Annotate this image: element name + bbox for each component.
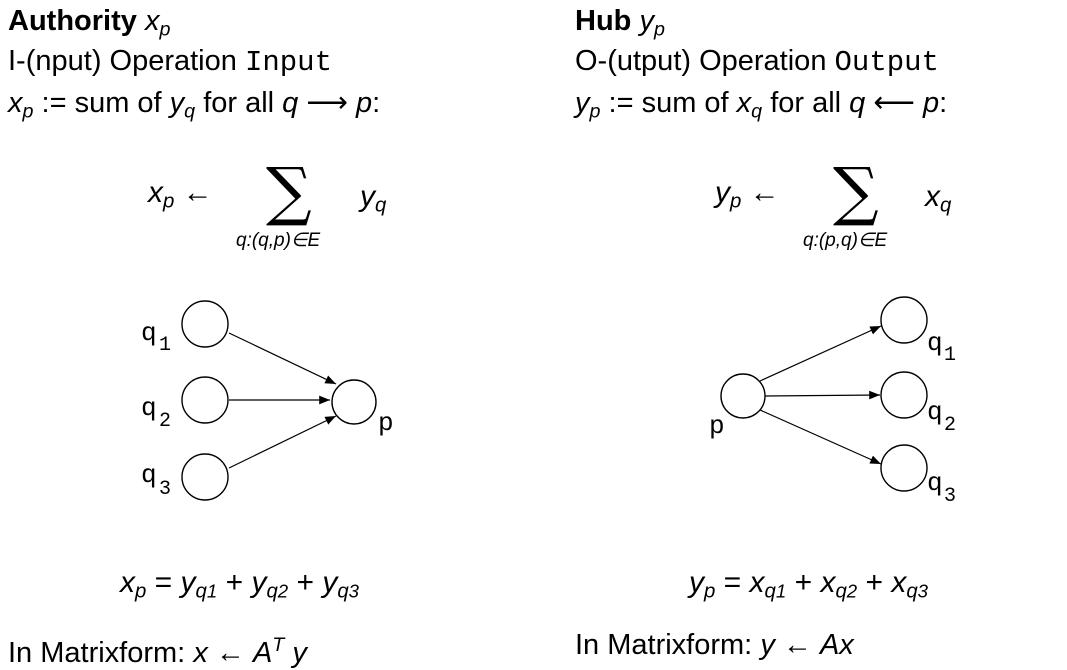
- edge-q1-p: [228, 332, 337, 385]
- hub-def-lhs: y: [575, 87, 590, 119]
- hub-def-for: for all: [762, 87, 850, 119]
- label-q2: q: [927, 397, 943, 427]
- authority-matrixform: In Matrixform: x ← AT y: [8, 634, 307, 669]
- hub-equation: yp = xq1 + xq2 + xq3: [689, 566, 929, 603]
- authority-def-term: y: [169, 87, 185, 119]
- label-q1: q: [927, 328, 943, 358]
- hub-matrixform: In Matrixform: y ← Ax: [575, 629, 854, 661]
- node-p: [331, 379, 377, 425]
- hub-def-colon: :: [939, 87, 948, 119]
- authority-operation-prefix: I-(nput) Operation: [8, 45, 237, 77]
- hub-def-lhs-sub: p: [589, 100, 601, 123]
- authority-operation-name: Input: [244, 46, 332, 79]
- hub-def-q: q: [849, 87, 866, 119]
- hub-def-term-sub: q: [751, 100, 763, 123]
- hub-operation-name: Output: [834, 46, 939, 79]
- authority-sum-symbol: ∑: [266, 155, 312, 229]
- hub-def-p: p: [923, 87, 940, 119]
- hub-formula-term: xq: [925, 180, 952, 217]
- label-p: p: [709, 411, 725, 441]
- node-p: [720, 373, 766, 419]
- label-q2-sub: 2: [159, 410, 171, 433]
- hub-column: Hub yp O-(utput) Operation Output yp := …: [575, 0, 1067, 669]
- authority-graph: q 1 q 2 q 3 p: [141, 300, 394, 501]
- node-q1: [181, 300, 229, 348]
- node-q3: [181, 453, 229, 501]
- authority-def-q: q: [282, 87, 299, 119]
- hub-var-sub: p: [653, 18, 665, 41]
- authority-column: Authority xp I-(nput) Operation Input xp…: [8, 0, 528, 669]
- hub-heading: Hub yp: [575, 4, 665, 47]
- label-q3-sub: 3: [159, 478, 171, 501]
- node-q2: [880, 371, 928, 419]
- node-q2: [181, 376, 229, 424]
- authority-def-arrow: ⟶: [298, 87, 357, 119]
- edge-p-q1: [759, 325, 882, 382]
- hub-title: Hub: [575, 5, 632, 37]
- authority-def-mid: := sum of: [33, 87, 170, 119]
- label-q1-sub: 1: [159, 334, 171, 357]
- authority-var-sub: p: [159, 18, 171, 41]
- hub-def-term: x: [736, 87, 752, 119]
- authority-def-p: p: [356, 87, 373, 119]
- authority-heading: Authority xp: [8, 4, 170, 47]
- authority-title: Authority: [8, 5, 137, 37]
- authority-formula-lhs: xp ←: [148, 176, 213, 213]
- hub-var: y: [639, 5, 654, 37]
- authority-def-colon: :: [372, 87, 381, 119]
- authority-equation: xp = yq1 + yq2 + yq3: [120, 566, 360, 603]
- hub-sum-index: q:(p,q)∈E: [803, 230, 888, 251]
- edge-p-q3: [759, 409, 882, 465]
- label-q1-sub: 1: [944, 344, 956, 367]
- label-q2-sub: 2: [944, 414, 956, 437]
- edge-q3-p: [228, 415, 337, 469]
- label-q3: q: [927, 468, 943, 498]
- hub-definition: yp := sum of xq for all q ⟵ p:: [575, 86, 947, 129]
- label-q2: q: [141, 393, 157, 423]
- hub-operation: O-(utput) Operation Output: [575, 44, 939, 80]
- label-q3: q: [141, 460, 157, 490]
- label-q3-sub: 3: [944, 485, 956, 508]
- edge-p-q2: [763, 390, 881, 400]
- authority-var: x: [144, 5, 160, 37]
- authority-definition: xp := sum of yq for all q ⟶ p:: [8, 86, 380, 129]
- authority-def-for: for all: [195, 87, 283, 119]
- hub-def-arrow: ⟵: [865, 87, 924, 119]
- label-p: p: [378, 408, 394, 438]
- authority-operation: I-(nput) Operation Input: [8, 44, 332, 80]
- label-q1: q: [141, 318, 157, 348]
- hub-formula-lhs: yp ←: [715, 176, 780, 213]
- authority-def-term-sub: q: [184, 100, 196, 123]
- authority-def-lhs: x: [8, 87, 23, 119]
- node-q3: [880, 444, 928, 492]
- hub-operation-prefix: O-(utput) Operation: [575, 45, 827, 77]
- hub-graph: q 1 q 2 q 3 p: [709, 296, 956, 508]
- authority-def-lhs-sub: p: [22, 100, 34, 123]
- authority-sum-index: q:(q,p)∈E: [236, 230, 321, 251]
- node-q1: [880, 296, 928, 344]
- hub-def-mid: := sum of: [600, 87, 737, 119]
- authority-formula-term: yq: [360, 180, 387, 217]
- hub-sum-symbol: ∑: [833, 155, 879, 229]
